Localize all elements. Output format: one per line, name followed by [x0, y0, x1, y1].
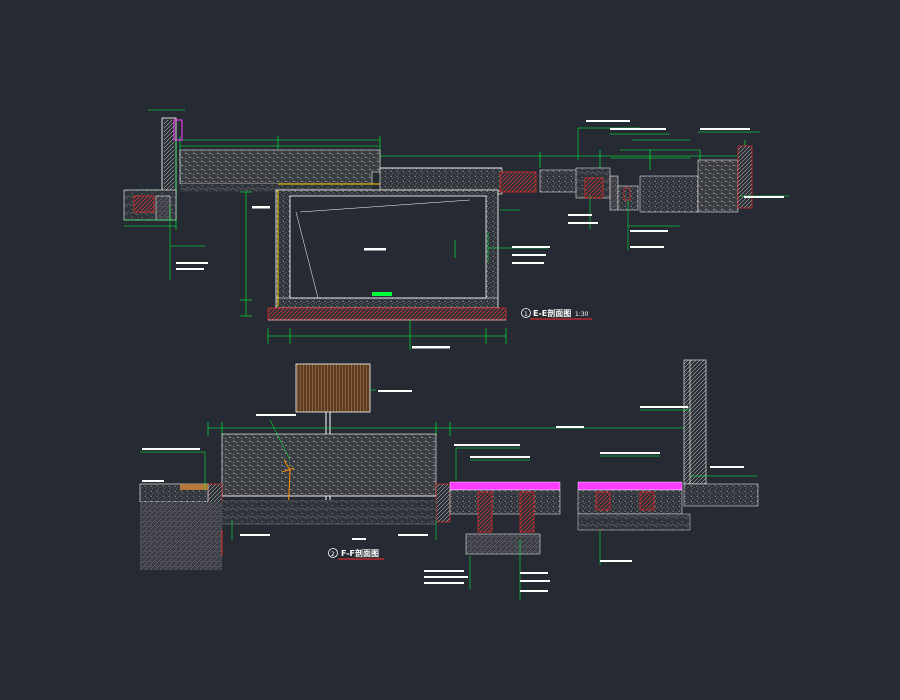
section-ff: 2 F-F剖面图 [139, 359, 759, 600]
ee-bottom-dimension-chain [267, 320, 507, 350]
ee-annotation-marks [176, 120, 784, 349]
ee-left-vertical-dimension [240, 191, 252, 317]
ff-planter-bed [207, 419, 451, 523]
ee-top-dimension-chain [179, 136, 746, 170]
ee-left-wall [140, 109, 185, 230]
ff-section-title: 2 F-F剖面图 [328, 548, 384, 560]
ff-paving-right [449, 481, 691, 555]
ff-sign-board [295, 363, 412, 500]
ee-section-scale: 1:30 [575, 311, 589, 318]
ff-right-wall [683, 359, 759, 507]
ee-pool-box [275, 189, 499, 309]
ff-leader-lines [140, 409, 690, 600]
ee-section-number: 1 [524, 311, 528, 318]
ee-section-title: 1 E-E剖面图 1:30 [521, 308, 592, 320]
ee-left-step [123, 189, 177, 227]
ee-planting-strip [179, 149, 500, 192]
ff-section-name: F-F剖面图 [341, 548, 379, 558]
section-ee: 1 E-E剖面图 1:30 [123, 109, 790, 350]
ff-ground-left [139, 483, 223, 570]
ee-section-name: E-E剖面图 [533, 308, 571, 318]
ff-section-number: 2 [331, 551, 335, 558]
ee-section-number-circle [521, 308, 531, 318]
ff-dimension-chain [207, 422, 691, 436]
ee-paving-right [379, 145, 753, 213]
ff-annotation-marks [142, 406, 744, 592]
ee-foundation [267, 307, 507, 321]
ff-soil-below [222, 500, 436, 525]
ff-section-number-circle [328, 548, 338, 558]
